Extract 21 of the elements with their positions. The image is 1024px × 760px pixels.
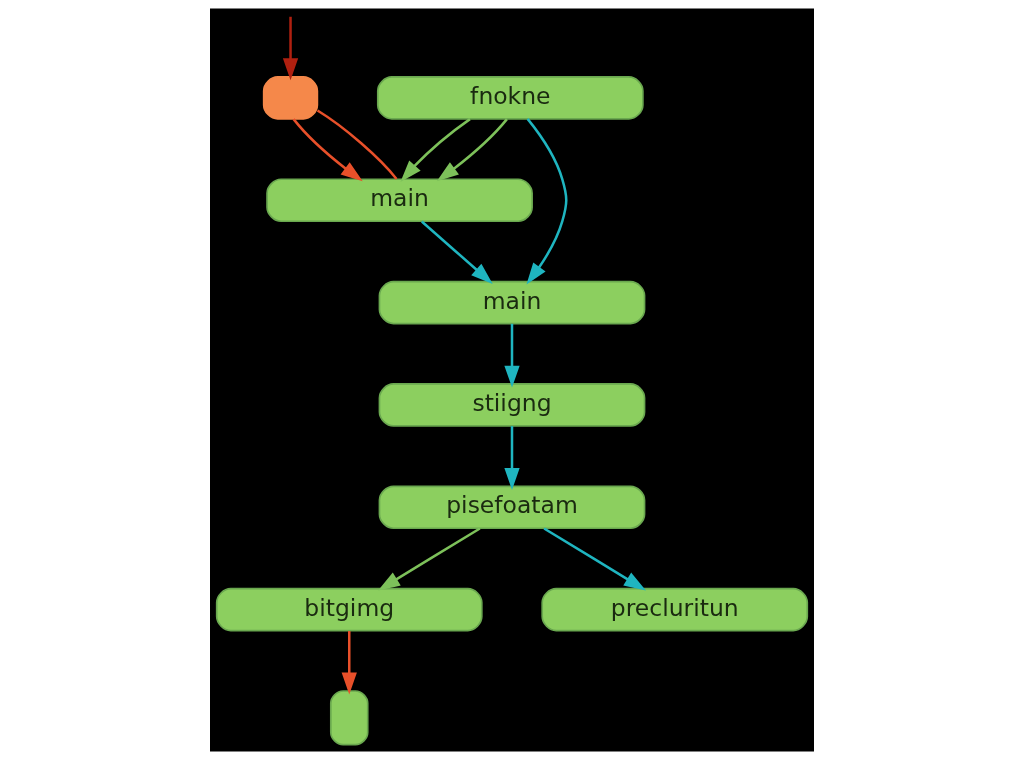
connector — [316, 109, 398, 180]
arrow — [436, 118, 508, 182]
arrow — [292, 118, 363, 182]
arrow — [526, 118, 568, 285]
arrow — [378, 527, 481, 591]
arrow — [543, 527, 646, 591]
node-box: main — [266, 178, 533, 223]
node-box: bitgimg — [215, 587, 483, 632]
node-box: stiigng — [378, 383, 646, 427]
node-box: precluritun — [541, 587, 809, 632]
arrow — [341, 631, 357, 695]
node-box: fnokne — [376, 76, 644, 120]
arrow — [400, 118, 471, 182]
arrow — [282, 16, 299, 81]
arrow — [420, 220, 493, 284]
arrow — [504, 426, 520, 490]
arrow — [504, 323, 520, 388]
node-box: pisefoatam — [378, 485, 646, 530]
node-box: main — [378, 280, 646, 325]
node-box — [262, 76, 319, 120]
node-bar — [329, 690, 369, 746]
